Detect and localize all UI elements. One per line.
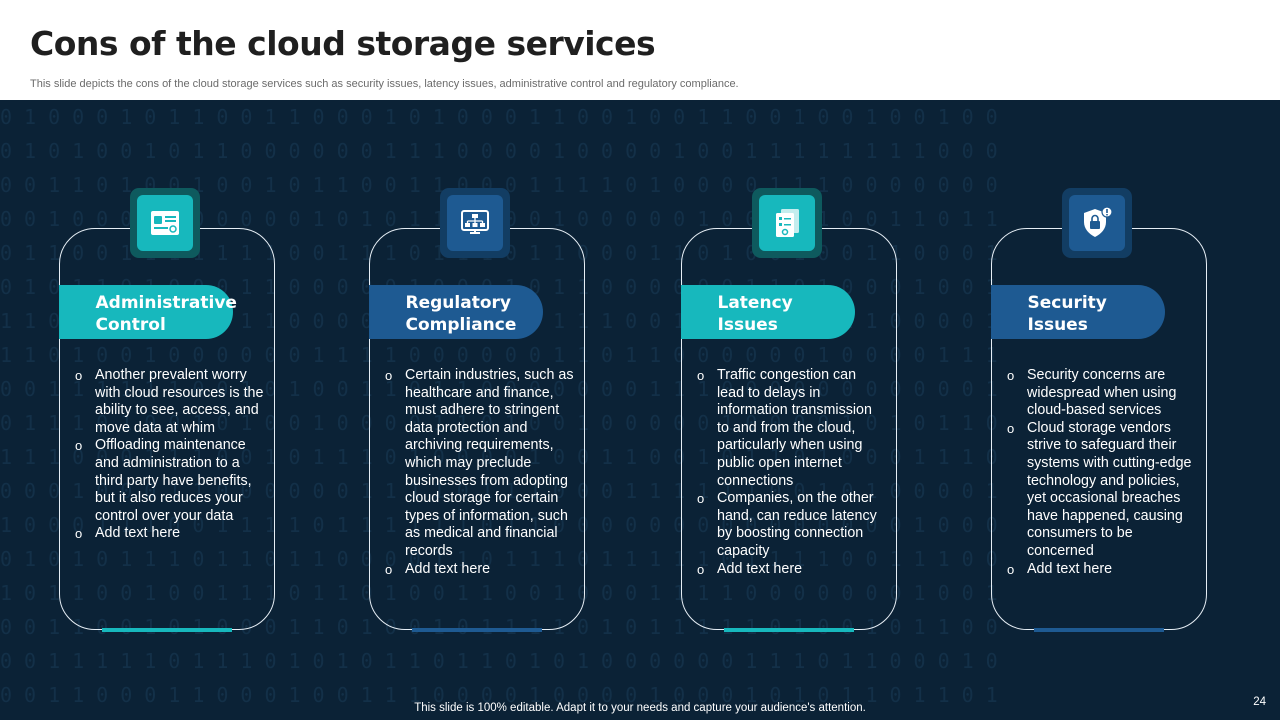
page-subtitle: This slide depicts the cons of the cloud… bbox=[30, 78, 739, 90]
card-regulatory-compliance: Regulatory Compliance Certain industries… bbox=[368, 188, 585, 632]
bullet-item: Traffic congestion can lead to delays in… bbox=[697, 367, 887, 490]
card-bullet-list: Another prevalent worry with cloud resou… bbox=[75, 367, 265, 543]
card-title-line1: Security bbox=[1027, 292, 1107, 313]
card-title-line1: Administrative bbox=[95, 292, 237, 313]
content-area: 0100010110011000101000110010011001001001… bbox=[0, 100, 1280, 720]
card-title-pill: Latency Issues bbox=[680, 285, 855, 339]
bullet-item: Add text here bbox=[697, 561, 887, 579]
bullet-item: Offloading maintenance and administratio… bbox=[75, 437, 265, 525]
bullet-item: Add text here bbox=[1007, 561, 1197, 579]
card-title-line2: Control bbox=[95, 314, 166, 335]
card-administrative-control: Administrative Control Another prevalent… bbox=[58, 188, 275, 632]
card-security-issues: Security Issues Security concerns are wi… bbox=[990, 188, 1207, 632]
card-bottom-accent bbox=[102, 628, 232, 632]
card-bullet-list: Security concerns are widespread when us… bbox=[1007, 367, 1197, 578]
card-bottom-accent bbox=[1034, 628, 1164, 632]
card-icon-tile bbox=[752, 188, 822, 258]
bullet-item: Companies, on the other hand, can reduce… bbox=[697, 490, 887, 560]
bullet-item: Certain industries, such as healthcare a… bbox=[385, 367, 575, 561]
bullet-item: Security concerns are widespread when us… bbox=[1007, 367, 1197, 420]
bullet-item: Cloud storage vendors strive to safeguar… bbox=[1007, 420, 1197, 561]
page-title: Cons of the cloud storage services bbox=[30, 24, 656, 63]
page-number: 24 bbox=[1253, 696, 1266, 708]
card-title-line2: Issues bbox=[1027, 314, 1088, 335]
admin-document-icon bbox=[137, 195, 193, 251]
card-title-line1: Latency bbox=[717, 292, 793, 313]
card-bottom-accent bbox=[412, 628, 542, 632]
card-latency-issues: Latency Issues Traffic congestion can le… bbox=[680, 188, 897, 632]
card-title-line2: Compliance bbox=[405, 314, 517, 335]
bullet-item: Another prevalent worry with cloud resou… bbox=[75, 367, 265, 437]
card-title-line1: Regulatory bbox=[405, 292, 511, 313]
card-title-line2: Issues bbox=[717, 314, 778, 335]
slide-header: Cons of the cloud storage services This … bbox=[0, 0, 1280, 100]
card-icon-tile bbox=[440, 188, 510, 258]
card-bottom-accent bbox=[724, 628, 854, 632]
bullet-item: Add text here bbox=[75, 525, 265, 543]
card-title-pill: Administrative Control bbox=[58, 285, 237, 339]
shield-lock-icon bbox=[1069, 195, 1125, 251]
card-icon-tile bbox=[130, 188, 200, 258]
bullet-item: Add text here bbox=[385, 561, 575, 579]
card-icon-tile bbox=[1062, 188, 1132, 258]
footer-note: This slide is 100% editable. Adapt it to… bbox=[414, 702, 866, 714]
card-title-pill: Security Issues bbox=[990, 285, 1165, 339]
network-monitor-icon bbox=[447, 195, 503, 251]
card-bullet-list: Certain industries, such as healthcare a… bbox=[385, 367, 575, 578]
card-title-pill: Regulatory Compliance bbox=[368, 285, 543, 339]
card-bullet-list: Traffic congestion can lead to delays in… bbox=[697, 367, 887, 578]
documents-gear-icon bbox=[759, 195, 815, 251]
